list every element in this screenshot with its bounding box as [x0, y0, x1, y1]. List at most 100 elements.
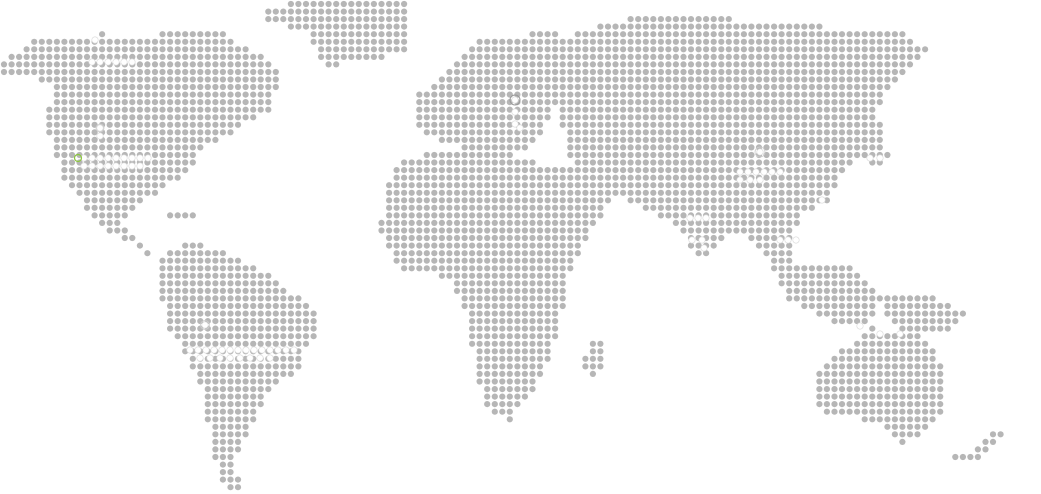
land-dot [461, 189, 468, 196]
land-dot [763, 129, 770, 136]
land-dot [159, 167, 166, 174]
land-dot [914, 340, 921, 347]
land-dot [8, 53, 15, 61]
land-dot [272, 363, 279, 370]
land-dot [914, 325, 921, 332]
land-dot [589, 136, 597, 143]
land-dot [604, 61, 612, 68]
land-dot [816, 386, 823, 393]
land-dot [506, 355, 513, 362]
land-dot [536, 61, 544, 68]
land-dot [831, 167, 838, 174]
land-dot [552, 174, 559, 181]
location-marker-dot [768, 168, 776, 176]
land-dot [906, 355, 914, 362]
land-dot [687, 46, 695, 53]
land-dot [672, 182, 680, 189]
land-dot [61, 83, 68, 91]
land-dot [250, 61, 257, 68]
land-dot [416, 91, 423, 98]
land-dot [884, 393, 891, 400]
land-dot [740, 227, 748, 234]
land-dot [778, 272, 785, 279]
land-dot [159, 91, 166, 98]
land-dot [808, 46, 816, 53]
land-dot [944, 318, 951, 325]
land-dot [574, 197, 581, 204]
land-dot [529, 189, 536, 196]
land-dot [129, 53, 136, 61]
land-dot [514, 295, 521, 302]
land-dot [846, 348, 853, 355]
land-dot [423, 257, 430, 264]
land-dot [635, 121, 642, 128]
land-dot [38, 68, 45, 76]
land-dot [914, 333, 921, 340]
land-dot [922, 363, 929, 370]
land-dot [151, 76, 159, 83]
land-dot [182, 121, 189, 128]
land-dot [906, 295, 914, 302]
land-dot [635, 151, 642, 159]
location-marker-dot [96, 162, 104, 170]
land-dot [461, 144, 468, 151]
land-dot [114, 212, 121, 219]
land-dot [657, 204, 665, 211]
land-dot [446, 99, 453, 106]
location-marker-dot [756, 176, 764, 184]
land-dot [846, 408, 853, 415]
location-marker-dot [784, 236, 792, 244]
land-dot [204, 340, 211, 347]
land-dot [650, 61, 657, 68]
land-dot [536, 295, 544, 302]
land-dot [250, 393, 257, 400]
land-dot [680, 174, 687, 181]
land-dot [469, 121, 476, 128]
land-dot [242, 318, 249, 325]
land-dot [469, 68, 476, 76]
land-dot [627, 182, 634, 189]
land-dot [453, 174, 461, 181]
land-dot [469, 204, 476, 211]
land-dot [91, 189, 98, 196]
land-dot [121, 106, 128, 113]
land-dot [801, 114, 808, 121]
land-dot [408, 219, 415, 226]
land-dot [876, 53, 883, 61]
land-dot [574, 106, 581, 113]
land-dot [884, 348, 891, 355]
land-dot [416, 159, 423, 166]
land-dot [287, 23, 294, 30]
land-dot [657, 121, 665, 128]
land-dot [718, 219, 725, 226]
land-dot [816, 159, 823, 166]
land-dot [280, 8, 287, 15]
land-dot [446, 265, 453, 272]
land-dot [869, 348, 876, 355]
land-dot [801, 53, 808, 61]
land-dot [929, 386, 936, 393]
land-dot [801, 76, 808, 83]
land-dot [212, 295, 219, 302]
land-dot [786, 121, 793, 128]
land-dot [823, 182, 831, 189]
land-dot [876, 378, 883, 385]
land-dot [476, 318, 483, 325]
land-dot [831, 393, 838, 400]
land-dot [725, 189, 732, 196]
land-dot [589, 91, 597, 98]
land-dot [182, 99, 189, 106]
land-dot [740, 212, 748, 219]
land-dot [514, 197, 521, 204]
land-dot [786, 159, 793, 166]
land-dot [250, 91, 257, 98]
land-dot [514, 370, 521, 377]
land-dot [167, 83, 174, 91]
land-dot [506, 302, 513, 310]
land-dot [831, 136, 838, 143]
land-dot [174, 272, 181, 279]
land-dot [219, 280, 226, 287]
land-dot [884, 340, 891, 347]
land-dot [529, 363, 536, 370]
land-dot [99, 189, 106, 196]
